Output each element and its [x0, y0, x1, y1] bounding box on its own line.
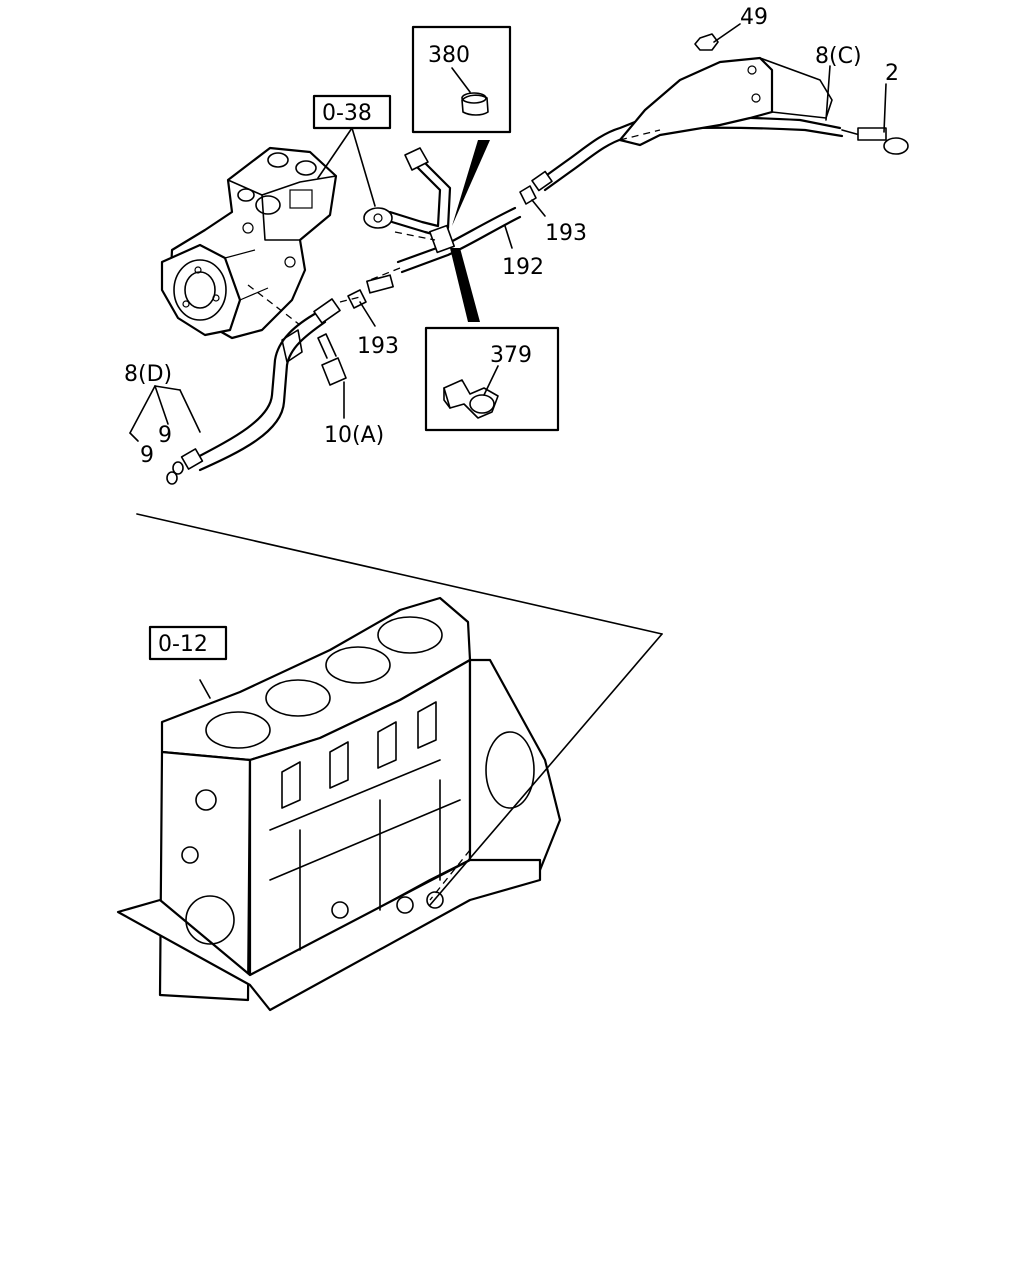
banjo-pipe: [363, 147, 452, 238]
pointer-wedge-380: [452, 140, 490, 226]
pointer-wedge-379: [450, 248, 480, 322]
ref-label-0-38: 0-38: [322, 101, 372, 126]
part-label-10a: 10(A): [324, 423, 384, 448]
part-label-9-upper: 9: [158, 423, 172, 448]
part-label-192: 192: [502, 255, 544, 280]
bolt-10a: [317, 333, 347, 386]
sleeve-380-icon: [461, 92, 489, 116]
dashed-install-lines: [247, 129, 661, 901]
dipstick-2: [841, 127, 909, 155]
nut-49: [694, 33, 719, 51]
part-label-193-left: 193: [357, 334, 399, 359]
o-ring-9-upper: [172, 461, 184, 475]
ref-label-0-12: 0-12: [158, 632, 208, 657]
clamp-379-icon: [443, 379, 499, 419]
bracket: [618, 56, 833, 147]
hose-clamp-193-left: [347, 289, 367, 309]
leader-lines: [129, 23, 887, 699]
callout-box-379: [424, 326, 560, 432]
oil-pipe-8d: [180, 298, 341, 472]
ref-box-0-12: [148, 625, 228, 661]
clamp-at-junction: [428, 224, 456, 254]
part-label-8d: 8(D): [124, 362, 172, 387]
air-compressor: [160, 146, 338, 340]
part-label-9-lower: 9: [140, 443, 154, 468]
part-label-380: 380: [428, 43, 470, 68]
zoom-connector: [136, 513, 663, 906]
o-ring-9-lower: [166, 471, 178, 485]
callout-box-380: [411, 25, 512, 134]
part-label-2: 2: [885, 61, 899, 86]
cylinder-block: [116, 596, 562, 1012]
part-label-193-right: 193: [545, 221, 587, 246]
hose-segment: [366, 274, 394, 294]
part-label-49: 49: [740, 5, 768, 30]
part-label-379: 379: [490, 343, 532, 368]
part-label-8c: 8(C): [815, 44, 862, 69]
